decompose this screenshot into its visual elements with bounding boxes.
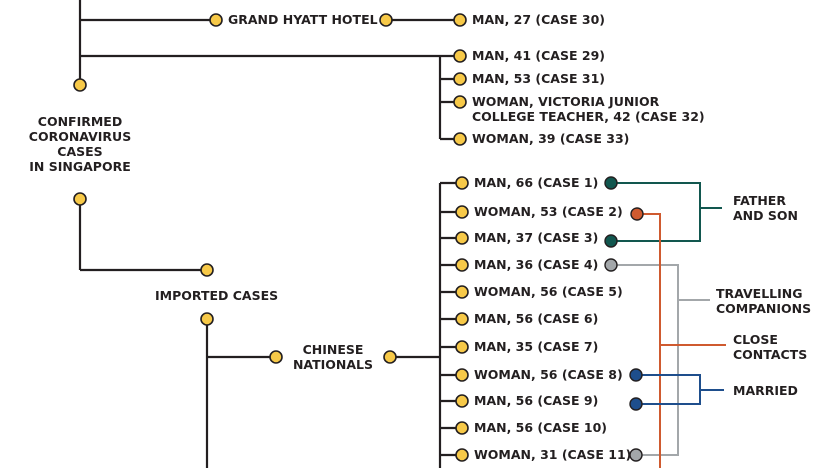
node-case-6 (455, 312, 469, 326)
root-label: CONFIRMED CORONAVIRUS CASES IN SINGAPORE (28, 114, 132, 174)
node-case-30 (453, 13, 467, 27)
case-label: MAN, 56 (CASE 10) (474, 420, 607, 435)
node-root (73, 78, 87, 92)
travelling-companions-connector (611, 264, 710, 456)
relation-nodes (604, 176, 644, 462)
node-case-4 (455, 258, 469, 272)
node-case-2 (455, 205, 469, 219)
case-label: MAN, 56 (CASE 6) (474, 311, 599, 326)
father-son-connector (611, 182, 722, 242)
node-grand-hyatt-out (379, 13, 393, 27)
case-label: MAN, 41 (CASE 29) (472, 48, 605, 63)
tree-connectors (78, 0, 462, 468)
case-label: MAN, 56 (CASE 9) (474, 393, 599, 408)
grand-hyatt-label: GRAND HYATT HOTEL (228, 12, 378, 27)
close-contacts-label: CLOSE CONTACTS (733, 332, 808, 362)
node-case-10 (455, 421, 469, 435)
node-imported-in (200, 263, 214, 277)
relation-node-case-3 (604, 234, 618, 248)
case-label: WOMAN, VICTORIA JUNIOR COLLEGE TEACHER, … (472, 94, 705, 124)
case-label: MAN, 66 (CASE 1) (474, 175, 599, 190)
node-case-5 (455, 285, 469, 299)
tree-nodes (73, 13, 469, 462)
node-case-9 (455, 394, 469, 408)
node-case-11 (455, 448, 469, 462)
imported-cases-label: IMPORTED CASES (155, 288, 279, 303)
father-son-label: FATHER AND SON (733, 193, 798, 223)
case-label: WOMAN, 56 (CASE 8) (474, 367, 623, 382)
node-root-bottom (73, 192, 87, 206)
relation-node-case-8 (629, 368, 643, 382)
case-label: WOMAN, 31 (CASE 11) (474, 447, 632, 462)
married-connector (636, 374, 724, 405)
case-label: WOMAN, 56 (CASE 5) (474, 284, 623, 299)
node-grand-hyatt-in (209, 13, 223, 27)
node-case-32 (453, 95, 467, 109)
relation-node-case-9 (629, 397, 643, 411)
node-case-1 (455, 176, 469, 190)
married-label: MARRIED (733, 383, 798, 398)
chinese-nationals-label: CHINESE NATIONALS (292, 342, 374, 372)
case-label: MAN, 36 (CASE 4) (474, 257, 599, 272)
close-contacts-connector (637, 213, 726, 468)
node-case-33 (453, 132, 467, 146)
node-imported-out (200, 312, 214, 326)
case-label: MAN, 27 (CASE 30) (472, 12, 605, 27)
relation-node-case-1 (604, 176, 618, 190)
node-chinese-in (269, 350, 283, 364)
travelling-companions-label: TRAVELLING COMPANIONS (716, 286, 812, 316)
case-label: MAN, 53 (CASE 31) (472, 71, 605, 86)
case-label: WOMAN, 39 (CASE 33) (472, 131, 630, 146)
node-case-29 (453, 49, 467, 63)
case-label: MAN, 37 (CASE 3) (474, 230, 599, 245)
relation-node-case-4 (604, 258, 618, 272)
case-label: MAN, 35 (CASE 7) (474, 339, 599, 354)
node-chinese-out (383, 350, 397, 364)
case-label: WOMAN, 53 (CASE 2) (474, 204, 623, 219)
relation-node-case-2 (630, 207, 644, 221)
relation-node-case-11 (629, 448, 643, 462)
node-case-8 (455, 368, 469, 382)
node-case-31 (453, 72, 467, 86)
node-case-7 (455, 340, 469, 354)
node-case-3 (455, 231, 469, 245)
